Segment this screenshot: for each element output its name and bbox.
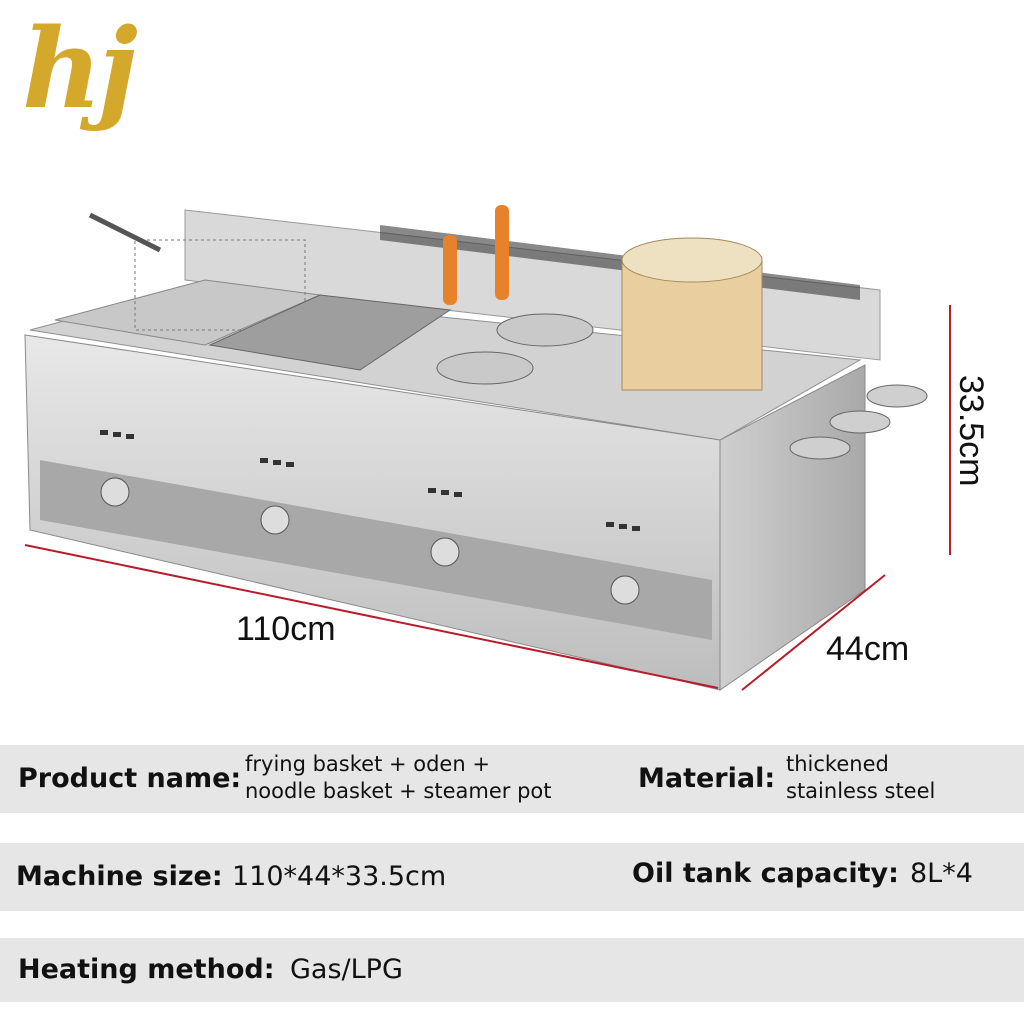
product-image: [24, 205, 951, 691]
spec-row-size: Machine size: 110*44*33.5cm Oil tank cap…: [0, 843, 1024, 911]
depth-dimension-line: [741, 574, 886, 691]
oil-tank-label: Oil tank capacity:: [632, 858, 899, 889]
heating-method-value: Gas/LPG: [290, 954, 403, 985]
spec-row-heating: Heating method: Gas/LPG: [0, 938, 1024, 1002]
logo-text: hj: [22, 4, 138, 133]
heating-method-label: Heating method:: [18, 954, 275, 985]
noodle-basket: [496, 313, 594, 347]
cup-holder: [866, 384, 928, 408]
cup-holder: [789, 436, 851, 460]
machine-size-label: Machine size:: [16, 861, 223, 892]
machine-size-value: 110*44*33.5cm: [232, 861, 447, 892]
material-value: thickened stainless steel: [786, 752, 936, 803]
noodle-basket: [436, 351, 534, 385]
length-dimension-line: [24, 544, 719, 689]
gas-knob: [610, 575, 640, 605]
oden-tank: [208, 294, 452, 371]
gas-knob: [430, 537, 460, 567]
gas-knob: [260, 505, 290, 535]
depth-label: 44cm: [826, 630, 910, 668]
spec-row-product: Product name: frying basket + oden + noo…: [0, 745, 1024, 813]
product-name-label: Product name:: [18, 763, 242, 794]
oil-tank-value: 8L*4: [910, 858, 973, 889]
gas-knob: [100, 477, 130, 507]
brand-logo: hj: [22, 14, 138, 124]
cup-holder: [829, 410, 891, 434]
length-label: 110cm: [236, 610, 336, 648]
product-name-value: frying basket + oden + noodle basket + s…: [245, 752, 552, 803]
material-label: Material:: [638, 763, 776, 794]
frying-basket: [134, 239, 306, 331]
height-label: 33.5cm: [952, 375, 990, 487]
